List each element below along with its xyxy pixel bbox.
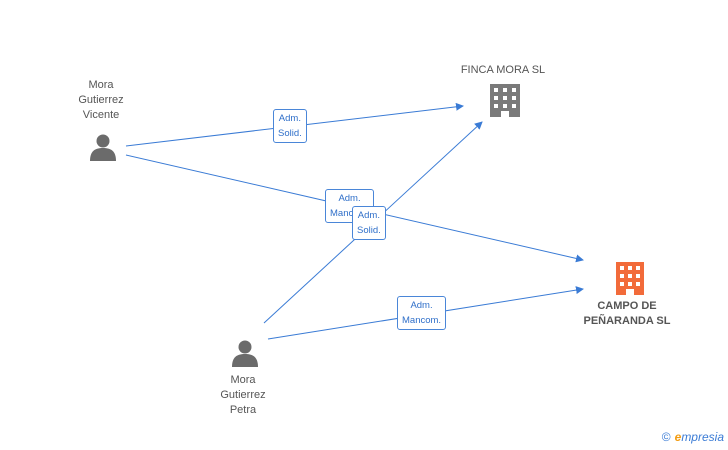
relation-label: Adm. Solid. bbox=[273, 109, 307, 143]
building-icon[interactable] bbox=[616, 262, 644, 295]
relation-label: Adm. Solid. bbox=[352, 206, 386, 240]
building-icon[interactable] bbox=[490, 84, 520, 117]
person-icon[interactable] bbox=[232, 340, 258, 368]
brand-name: mpresia bbox=[681, 430, 724, 444]
copyright-icon: © bbox=[661, 430, 671, 444]
company-name[interactable]: CAMPO DE PEÑARANDA SL bbox=[583, 300, 671, 327]
company-name[interactable]: FINCA MORA SL bbox=[460, 64, 546, 76]
person-name[interactable]: Mora Gutierrez Vicente bbox=[78, 79, 124, 121]
person-name[interactable]: Mora Gutierrez Petra bbox=[220, 374, 266, 416]
brand-initial: e bbox=[674, 430, 682, 444]
relation-label: Adm. Mancom. bbox=[397, 296, 447, 330]
person-icon[interactable] bbox=[90, 134, 116, 162]
